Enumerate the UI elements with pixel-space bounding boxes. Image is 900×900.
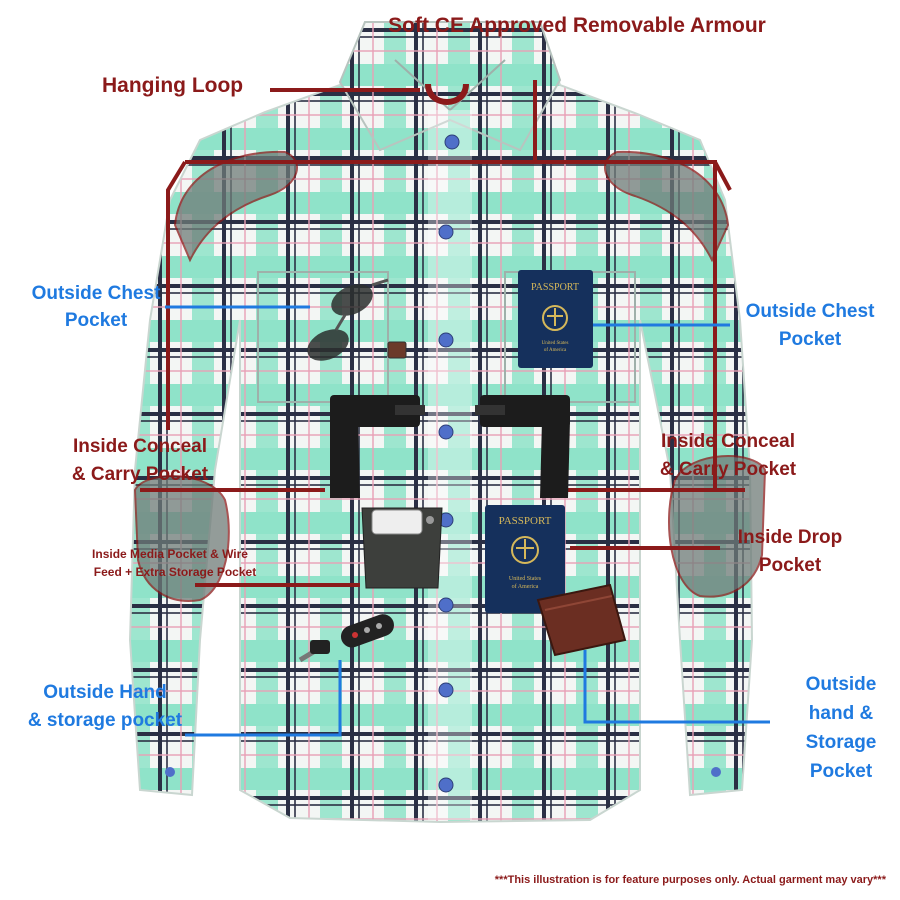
label-media-1: Inside Media Pocket & Wire [92, 547, 248, 561]
label-hanging-loop: Hanging Loop [102, 74, 243, 97]
button [438, 332, 454, 348]
disclaimer-text: ***This illustration is for feature purp… [494, 874, 886, 886]
elbow-armour-left [133, 475, 230, 602]
label-hand-right-3: Storage [806, 732, 877, 753]
passport-upper-title: PASSPORT [531, 282, 579, 293]
blue-pointer-lines [165, 305, 770, 737]
label-drop-2: Pocket [759, 555, 822, 576]
wallet-icon [536, 583, 627, 657]
cuff-button [711, 767, 721, 777]
button [438, 682, 454, 698]
hand-right-pointer [583, 650, 770, 724]
front-buttons [165, 134, 721, 793]
button [438, 777, 454, 793]
cuff-button [165, 767, 175, 777]
media-pouch-icon [361, 507, 443, 589]
label-conceal-right-1: Inside Conceal [661, 431, 795, 452]
button [438, 597, 454, 613]
label-outside-chest-left-2: Pocket [65, 310, 128, 331]
passport-lower-country-2: of America [512, 583, 539, 590]
label-outside-chest-right-1: Outside Chest [746, 301, 875, 322]
collar [338, 21, 562, 152]
shoulder-armour-right [604, 150, 730, 263]
label-conceal-left-1: Inside Conceal [73, 436, 207, 457]
passport-lower-country-1: United States [509, 576, 542, 582]
label-hand-left-1: Outside Hand [43, 682, 167, 703]
label-hand-right-1: Outside [806, 674, 877, 695]
label-layer: Soft CE Approved Removable Armour Hangin… [28, 14, 876, 782]
left-chest-pocket [257, 271, 389, 403]
pistol-right-icon [475, 395, 570, 498]
label-media-2: Feed + Extra Storage Pocket [94, 565, 256, 579]
passport-upper: PASSPORT United States of America [518, 270, 593, 368]
label-outside-chest-right-2: Pocket [779, 329, 842, 350]
shoulder-armour-left [173, 150, 298, 263]
label-hand-right-4: Pocket [810, 761, 873, 782]
car-keys-icon [298, 614, 394, 663]
label-armour: Soft CE Approved Removable Armour [388, 14, 766, 37]
label-drop-1: Inside Drop [738, 527, 843, 548]
label-conceal-right-2: & Carry Pocket [660, 459, 797, 480]
button [438, 224, 454, 240]
red-pointer-lines [140, 80, 745, 587]
label-conceal-left-2: & Carry Pocket [72, 464, 209, 485]
placket [428, 110, 472, 820]
passport-upper-country-2: of America [544, 348, 567, 353]
pistol-left-icon [330, 395, 425, 498]
shirt [128, 21, 754, 824]
passport-lower: PASSPORT United States of America [485, 505, 565, 613]
passport-lower-title: PASSPORT [499, 515, 552, 527]
button [438, 424, 454, 440]
ring-clip-icon [387, 341, 407, 359]
passport-upper-country-1: United States [542, 341, 569, 346]
label-hand-right-2: hand & [809, 703, 874, 724]
armour-frame [166, 160, 732, 490]
hand-left-pointer [185, 660, 342, 737]
label-hand-left-2: & storage pocket [28, 710, 183, 731]
button [444, 134, 460, 150]
label-outside-chest-left-1: Outside Chest [32, 283, 161, 304]
sunglasses-icon [307, 278, 389, 361]
collar-fold [394, 59, 506, 112]
hanging-loop-icon [425, 83, 469, 105]
